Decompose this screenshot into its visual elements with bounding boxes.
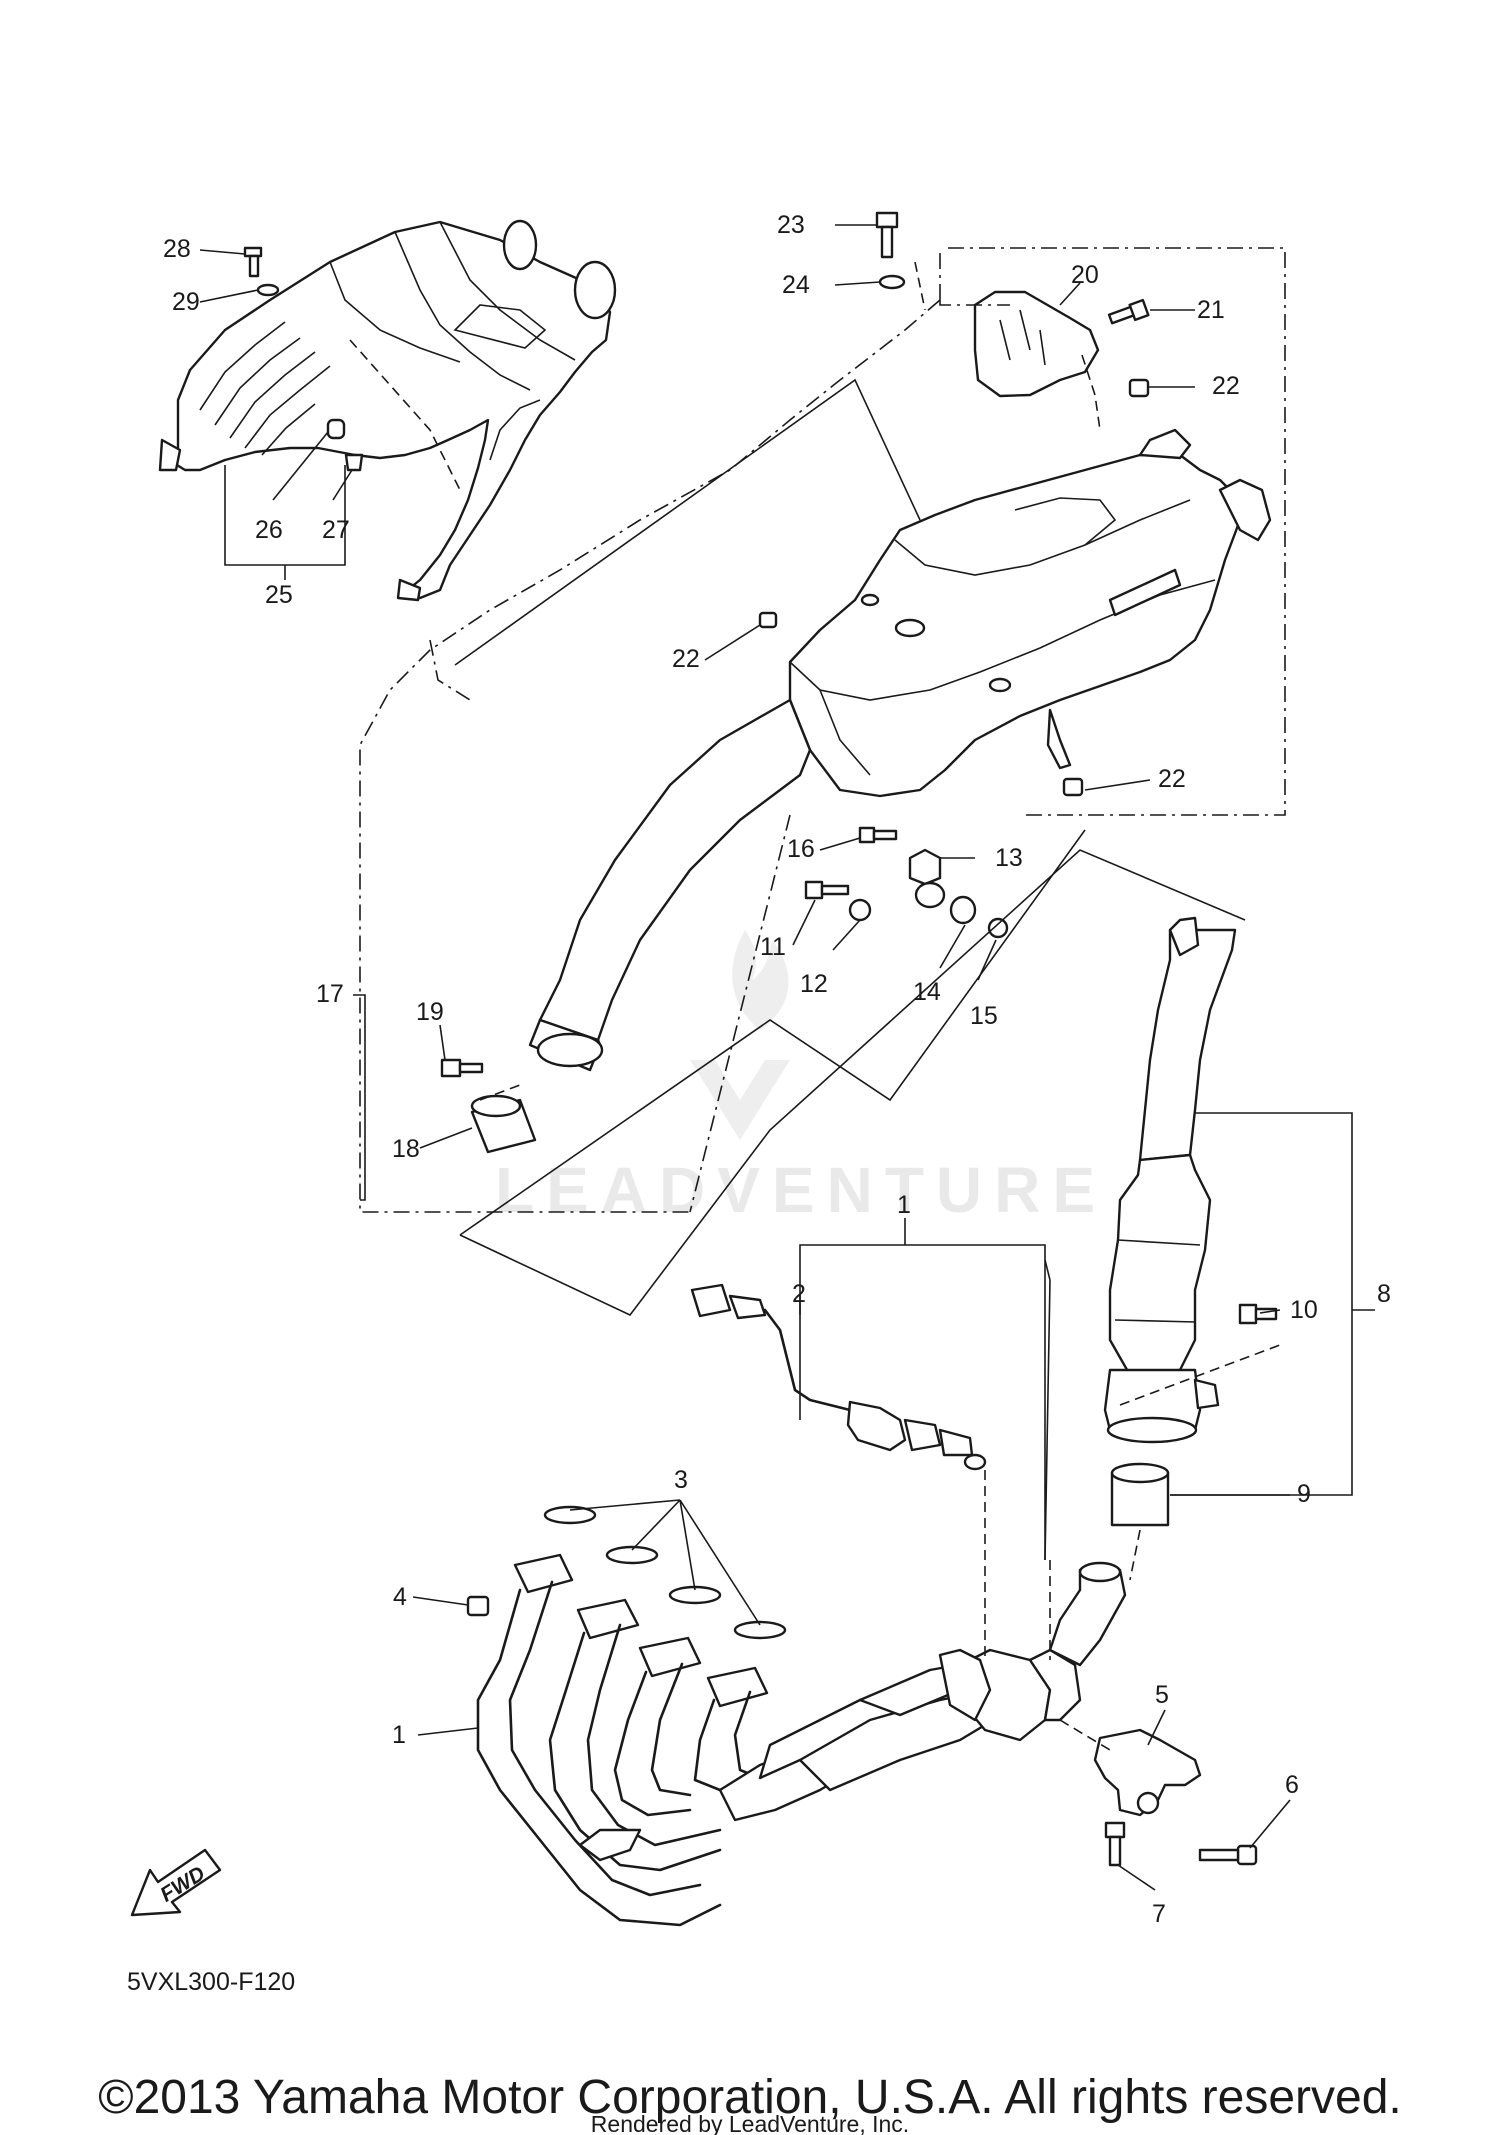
assembly-links	[454, 378, 1246, 1561]
bolt-21	[1107, 298, 1150, 325]
o2-sensor-2	[690, 1283, 987, 1471]
muffler-assembly	[528, 428, 1272, 1072]
callout-9: 9	[1297, 1480, 1311, 1508]
callout-15: 15	[970, 1002, 998, 1030]
callout-12: 12	[800, 970, 828, 998]
callout-14: 14	[913, 978, 941, 1006]
callout-17: 17	[316, 980, 344, 1008]
rendered-by-notice: Rendered by LeadVenture, Inc.	[591, 2111, 909, 2135]
callout-8: 8	[1377, 1280, 1391, 1308]
bolt-6	[1198, 1844, 1258, 1866]
collar-27	[344, 453, 364, 472]
callout-1-upper: 1	[897, 1191, 911, 1219]
watermark-text: LEADVENTURE	[495, 1154, 1107, 1226]
copyright-notice: ©2013 Yamaha Motor Corporation, U.S.A. A…	[98, 2071, 1402, 2124]
bolt-10	[1238, 1303, 1278, 1325]
callout-25: 25	[265, 581, 293, 609]
callout-19: 19	[416, 998, 444, 1026]
grommet-26	[326, 418, 346, 440]
callout-27: 27	[322, 516, 350, 544]
exhaust-pipe-2-assembly	[1103, 916, 1237, 1444]
callout-1-lower: 1	[392, 1721, 406, 1749]
assembly-boundaries	[349, 247, 1286, 1751]
callout-26: 26	[255, 516, 283, 544]
washer-29	[256, 283, 280, 297]
callout-2: 2	[792, 1280, 806, 1308]
leader-lines	[199, 224, 1375, 1891]
callout-10: 10	[1290, 1296, 1318, 1324]
bolt-7	[1104, 1821, 1126, 1867]
callout-20: 20	[1071, 261, 1099, 289]
callout-22-upper: 22	[1212, 372, 1240, 400]
screw-28	[243, 246, 263, 278]
bracket-20	[973, 290, 1100, 398]
callout-3: 3	[674, 1466, 688, 1494]
callout-7: 7	[1152, 1900, 1166, 1928]
ring-14	[949, 895, 977, 925]
bolt-16	[858, 826, 898, 844]
diagram-code: 5VXL300-F120	[127, 1968, 295, 1996]
gasket-9	[1110, 1462, 1170, 1527]
fwd-arrow: FWD	[130, 1848, 222, 1917]
washer-15	[987, 917, 1009, 939]
callout-24: 24	[782, 271, 810, 299]
callout-4: 4	[393, 1583, 407, 1611]
callout-16: 16	[787, 835, 815, 863]
nut-22-upper	[1128, 378, 1150, 398]
heat-protector-assembly	[158, 219, 617, 602]
gasket-18	[470, 1094, 537, 1154]
nut-4	[466, 1595, 490, 1617]
callout-labels: 28 29 26 27 25 23 24 20 21 22 22 22 16 1…	[163, 211, 1391, 1928]
callout-22-middle: 22	[672, 645, 700, 673]
callout-21: 21	[1197, 296, 1225, 324]
callout-11: 11	[760, 933, 786, 961]
callout-28: 28	[163, 235, 191, 263]
bolt-11	[804, 880, 850, 900]
callout-6: 6	[1285, 1771, 1299, 1799]
bolt-19	[440, 1058, 484, 1078]
nut-22-lower	[1062, 777, 1084, 797]
callout-13: 13	[995, 844, 1023, 872]
washer-24	[878, 274, 906, 290]
callout-18: 18	[392, 1135, 420, 1163]
callout-23: 23	[777, 211, 805, 239]
bracket-5	[1093, 1728, 1202, 1817]
bolt-23	[875, 211, 899, 259]
callout-22-lower: 22	[1158, 765, 1186, 793]
nut-22-middle	[758, 611, 778, 629]
exhaust-pipe-1-headers	[476, 1553, 1127, 1927]
bracket-13	[908, 848, 946, 909]
watermark: LEADVENTURE	[495, 930, 1107, 1226]
washer-12	[848, 898, 872, 922]
callout-29: 29	[172, 288, 200, 316]
callout-5: 5	[1155, 1681, 1169, 1709]
